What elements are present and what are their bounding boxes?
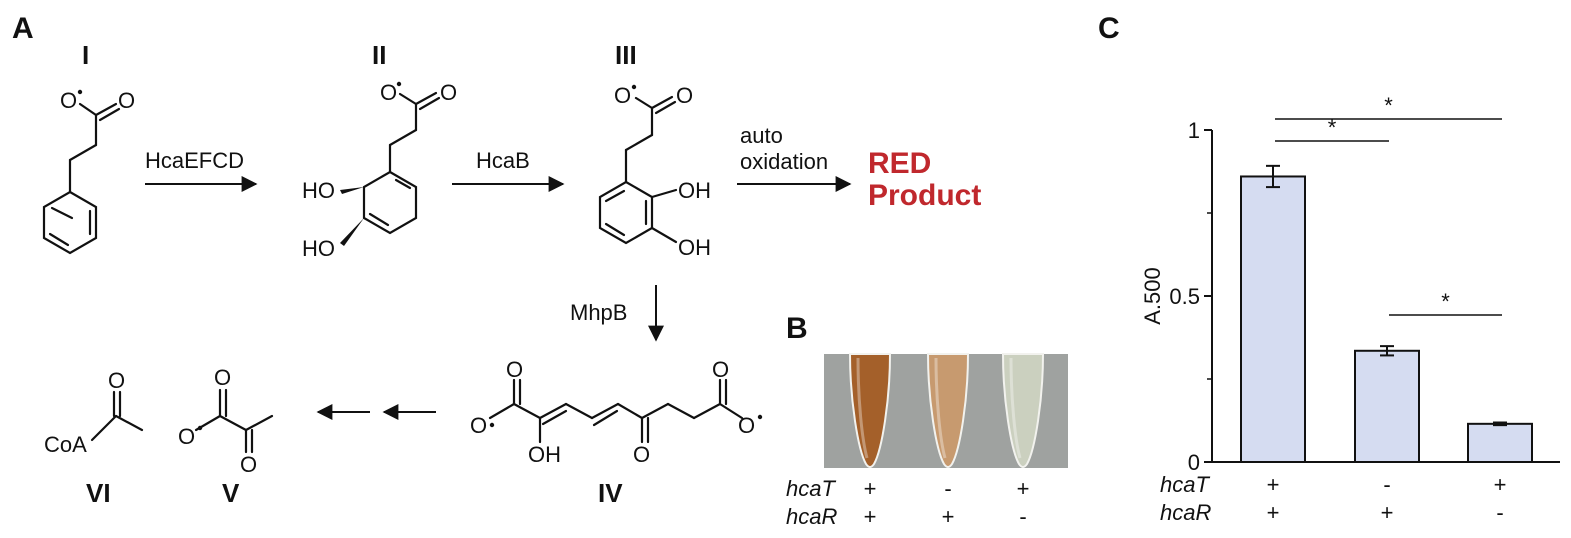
tube-highlight (1009, 357, 1022, 459)
panel-c-sign: + (1381, 500, 1394, 525)
compound-i-oxygen: O (60, 88, 77, 113)
enzyme-mhpb-label: MhpB (570, 300, 627, 325)
compound-iv-structure: O O OH O O O IV (470, 357, 763, 508)
compound-v-oxygen-3: O (240, 452, 257, 477)
y-tick-label: 1 (1188, 118, 1200, 143)
panel-b-gene-hcaR: hcaR (786, 504, 837, 529)
panel-c-sign: + (1267, 472, 1280, 497)
compound-ii-hydroxyl-1: HO (302, 178, 335, 203)
tube-highlight (934, 357, 947, 459)
panel-b-sign: + (864, 504, 877, 529)
compound-ii-structure: II O O HO HO (302, 40, 457, 261)
compound-i-structure: I O O (42, 40, 135, 255)
compound-iii-label: III (615, 40, 637, 70)
panel-b-sign: - (1019, 504, 1026, 529)
sample-tube (1001, 353, 1045, 468)
compound-v-structure: O O O V (178, 365, 274, 508)
compound-iv-oxygen-top-2: O (712, 357, 729, 382)
auto-oxidation-label-1: auto (740, 123, 783, 148)
panel-b-gene-hcaT: hcaT (786, 476, 836, 501)
bar (1240, 175, 1306, 463)
panel-c-sign: - (1383, 472, 1390, 497)
compound-ii-label: II (372, 40, 386, 70)
red-product-label-2: Product (868, 179, 981, 212)
panel-c-genotype-table: hcaT + - + hcaR + + - (1160, 472, 1506, 525)
compound-iii-hydroxyl-1: OH (678, 178, 711, 203)
compound-iv-oxygen-right: O (738, 413, 755, 438)
compound-iv-label: IV (598, 478, 623, 508)
compound-ii-hydroxyl-2: HO (302, 236, 335, 261)
y-tick-label: 0 (1188, 450, 1200, 475)
enzyme-hcaefcd-label: HcaEFCD (145, 148, 244, 173)
tube-photo (824, 353, 1068, 468)
sample-tube (926, 353, 970, 468)
compound-iv-hydroxyl: OH (528, 442, 561, 467)
compound-i-label: I (82, 40, 89, 70)
compound-ii-oxygen-2: O (440, 80, 457, 105)
compound-v-label: V (222, 478, 240, 508)
compound-iv-oxygen-left: O (470, 413, 487, 438)
bar (1354, 349, 1420, 463)
sample-tube (848, 353, 892, 468)
panel-a-label: A (12, 12, 34, 45)
panel-c-label: C (1098, 12, 1120, 45)
compound-vi-label: VI (86, 478, 111, 508)
panel-b-genotype-table: hcaT + - + hcaR + + - (786, 476, 1029, 529)
compound-iv-oxygen-bottom: O (633, 442, 650, 467)
compound-ii-oxygen: O (380, 80, 397, 105)
red-product-label-1: RED (868, 147, 931, 180)
significance-marker: * (1441, 289, 1450, 314)
bar-chart: 0 0.5 1A.500 * * * (1140, 93, 1560, 475)
compound-iv-oxygen-top-1: O (506, 357, 523, 382)
panel-c-sign: - (1496, 500, 1503, 525)
panel-b-sign: + (1017, 476, 1030, 501)
compound-iii-hydroxyl-2: OH (678, 235, 711, 260)
compound-vi-oxygen: O (108, 368, 125, 393)
panel-b-label: B (786, 312, 808, 345)
y-axis-label: A.500 (1140, 267, 1165, 325)
panel-c-gene-hcaT: hcaT (1160, 472, 1210, 497)
bar (1467, 422, 1533, 464)
compound-iii-structure: III O O OH OH (598, 40, 711, 260)
compound-iii-oxygen: O (614, 83, 631, 108)
panel-c-sign: + (1494, 472, 1507, 497)
compound-i-oxygen-2: O (118, 88, 135, 113)
panel-c-sign: + (1267, 500, 1280, 525)
compound-v-oxygen-1: O (178, 424, 195, 449)
significance-marker: * (1328, 115, 1337, 140)
compound-iii-oxygen-2: O (676, 83, 693, 108)
panel-b-sign: + (942, 504, 955, 529)
auto-oxidation-label-2: oxidation (740, 149, 828, 174)
panel-b-sign: - (944, 476, 951, 501)
panel-c-gene-hcaR: hcaR (1160, 500, 1211, 525)
panel-b-sign: + (864, 476, 877, 501)
y-tick-label: 0.5 (1169, 284, 1200, 309)
enzyme-hcab-label: HcaB (476, 148, 530, 173)
compound-vi-coa: CoA (44, 432, 87, 457)
compound-vi-structure: CoA O VI (44, 368, 144, 508)
tube-highlight (856, 357, 869, 459)
significance-marker: * (1384, 93, 1393, 118)
compound-v-oxygen-2: O (214, 365, 231, 390)
